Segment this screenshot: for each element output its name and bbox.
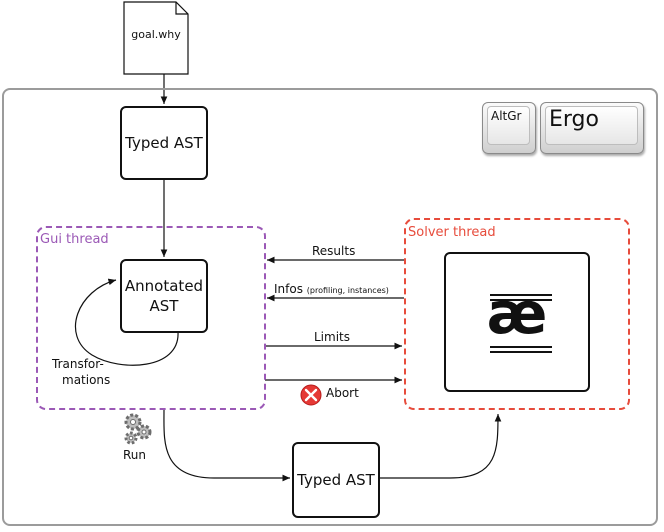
logo-top-line bbox=[490, 294, 552, 296]
altgr-key-label: AltGr bbox=[491, 109, 522, 123]
annotated-ast-box: Annotated AST bbox=[120, 259, 208, 333]
transformations-label-line1: Transfor- bbox=[52, 357, 104, 371]
annotated-ast-label-line1: Annotated bbox=[124, 277, 204, 295]
input-file-label: goal.why bbox=[131, 28, 181, 41]
edge-typed-ast-to-solver bbox=[380, 413, 502, 479]
application-frame bbox=[2, 88, 658, 526]
infos-label-detail: (profiling, instances) bbox=[306, 286, 389, 295]
run-label: Run bbox=[123, 448, 147, 462]
alt-ergo-logo: æ bbox=[444, 252, 590, 392]
annotated-ast-label-line2: AST bbox=[149, 297, 179, 315]
limits-label: Limits bbox=[314, 330, 350, 344]
infos-label: Infos (profiling, instances) bbox=[274, 282, 389, 296]
typed-ast-top-label: Typed AST bbox=[125, 134, 203, 152]
typed-ast-bottom-label: Typed AST bbox=[297, 471, 375, 489]
gears-icon bbox=[124, 413, 152, 445]
gui-thread-box bbox=[36, 226, 266, 410]
transformations-label: Transfor- mations bbox=[52, 356, 110, 388]
edge-run-to-typed-ast bbox=[163, 409, 290, 482]
results-label: Results bbox=[312, 244, 356, 258]
logo-glyph: æ bbox=[486, 279, 548, 347]
document-icon bbox=[123, 1, 189, 75]
ergo-key: Ergo bbox=[540, 102, 644, 154]
abort-label: Abort bbox=[326, 386, 359, 400]
solver-thread-label: Solver thread bbox=[408, 225, 496, 240]
ergo-key-label: Ergo bbox=[549, 107, 599, 132]
typed-ast-box-bottom: Typed AST bbox=[292, 442, 380, 518]
logo-top-line bbox=[490, 299, 552, 301]
infos-label-main: Infos bbox=[274, 282, 303, 296]
typed-ast-box-top: Typed AST bbox=[120, 106, 208, 180]
transformations-label-line2: mations bbox=[62, 373, 111, 387]
logo-bottom-line bbox=[490, 351, 552, 353]
logo-bottom-line bbox=[490, 346, 552, 348]
altgr-key: AltGr bbox=[482, 102, 536, 154]
close-circle-icon bbox=[300, 384, 322, 406]
ergo-key-face bbox=[545, 106, 638, 145]
edge-transformations-loop bbox=[74, 278, 179, 366]
altgr-key-face bbox=[487, 106, 530, 145]
gui-thread-label: Gui thread bbox=[40, 232, 109, 247]
solver-thread-box bbox=[404, 218, 630, 410]
